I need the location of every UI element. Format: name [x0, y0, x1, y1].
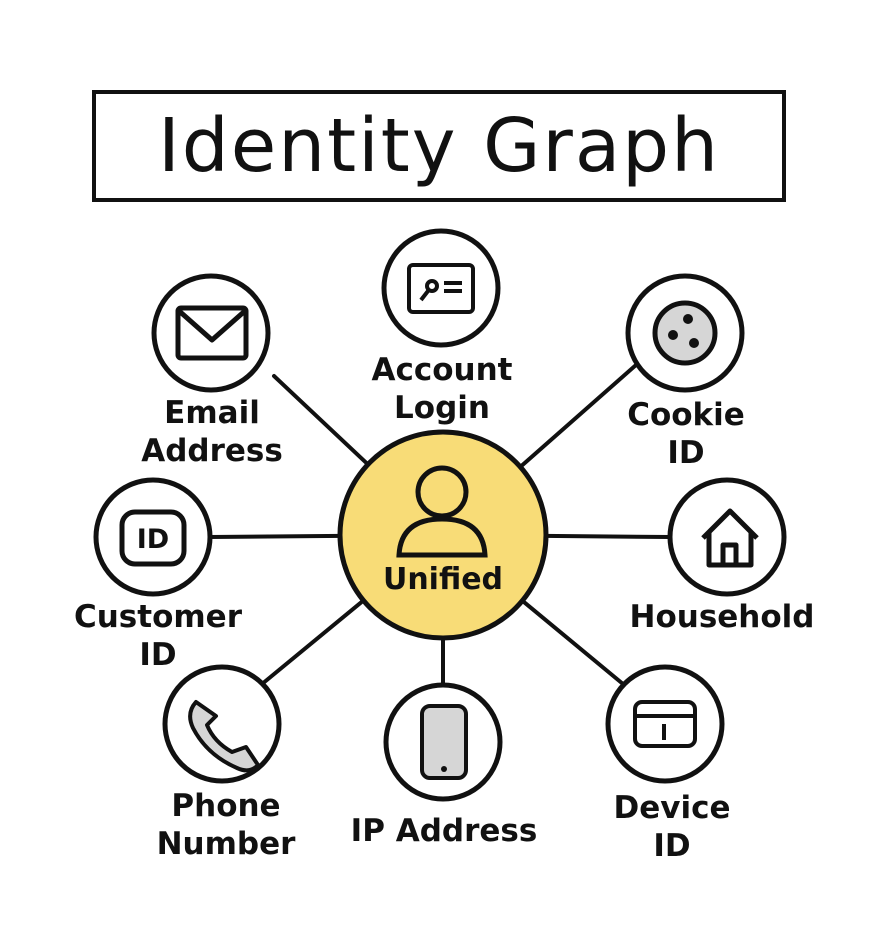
- center-node: [337, 429, 549, 641]
- node-label-phone-number: Phone Number: [156, 788, 296, 862]
- svg-text:ID: ID: [137, 524, 169, 555]
- node-circle-household: [667, 477, 787, 597]
- node-label-household: Household: [629, 599, 815, 635]
- center-circle: [337, 429, 549, 641]
- center-label: Unified: [382, 562, 504, 597]
- id-badge-icon: ID: [119, 509, 187, 567]
- cookie-icon: [652, 300, 718, 366]
- node-label-customer-id: Customer ID: [73, 599, 243, 673]
- node-label-email-address: Email Address: [141, 395, 283, 469]
- connector-customer-id: [208, 533, 345, 539]
- mobile-device-icon: [420, 704, 468, 780]
- connectors: [208, 363, 672, 687]
- node-circle-phone-number: [162, 664, 282, 784]
- connector-cookie-id: [516, 363, 638, 471]
- connector-phone-number: [260, 597, 368, 686]
- node-label-cookie-id: Cookie ID: [627, 397, 745, 471]
- login-card-icon: [407, 263, 475, 314]
- node-circle-account-login: [381, 228, 501, 348]
- node-circle-customer-id: [93, 477, 213, 597]
- envelope-icon: [175, 305, 249, 361]
- node-label-device-id: Device ID: [613, 790, 731, 864]
- node-label-ip-address: IP Address: [350, 813, 538, 849]
- connector-email-address: [272, 374, 372, 468]
- title-box: Identity Graph: [92, 90, 786, 202]
- node-label-account-login: Account Login: [371, 352, 513, 426]
- phone-icon: [188, 700, 260, 773]
- node-circles: [93, 228, 787, 802]
- connector-household: [541, 533, 672, 539]
- device-card-icon: [633, 700, 697, 748]
- house-icon: [701, 508, 759, 568]
- user-icon: [396, 465, 488, 558]
- node-circle-email-address: [151, 273, 271, 393]
- connector-device-id: [518, 597, 625, 686]
- diagram-title: Identity Graph: [157, 103, 721, 189]
